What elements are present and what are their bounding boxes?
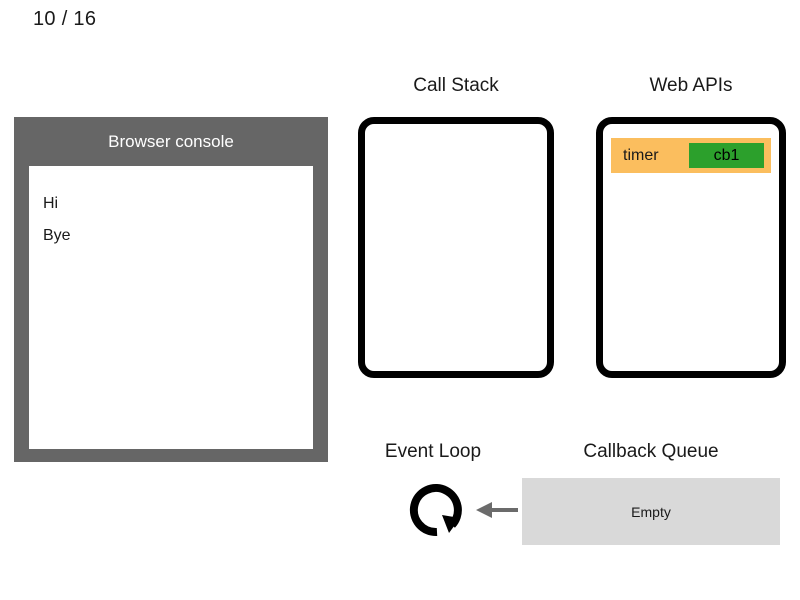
callback-queue-box: Empty (522, 478, 780, 545)
console-line: Bye (43, 227, 71, 244)
callback-queue-status: Empty (631, 503, 671, 520)
event-loop-title: Event Loop (384, 441, 482, 462)
page-counter: 10 / 16 (33, 8, 97, 30)
call-stack-box (358, 117, 554, 378)
web-apis-title: Web APIs (649, 75, 733, 96)
console-line: Hi (43, 195, 59, 212)
web-api-task-timer: timer cb1 (611, 138, 771, 173)
web-apis-box: timer cb1 (596, 117, 786, 378)
callback-queue-title: Callback Queue (583, 441, 719, 462)
circular-arrow-icon (404, 477, 470, 543)
web-api-task-label: timer (623, 146, 659, 164)
browser-console-panel: Browser console Hi Bye (14, 117, 328, 462)
call-stack-title: Call Stack (413, 75, 499, 96)
left-arrow-icon (474, 496, 520, 524)
browser-console-output: Hi Bye (29, 166, 313, 449)
web-api-callback-badge: cb1 (689, 143, 764, 168)
browser-console-title: Browser console (108, 132, 234, 151)
